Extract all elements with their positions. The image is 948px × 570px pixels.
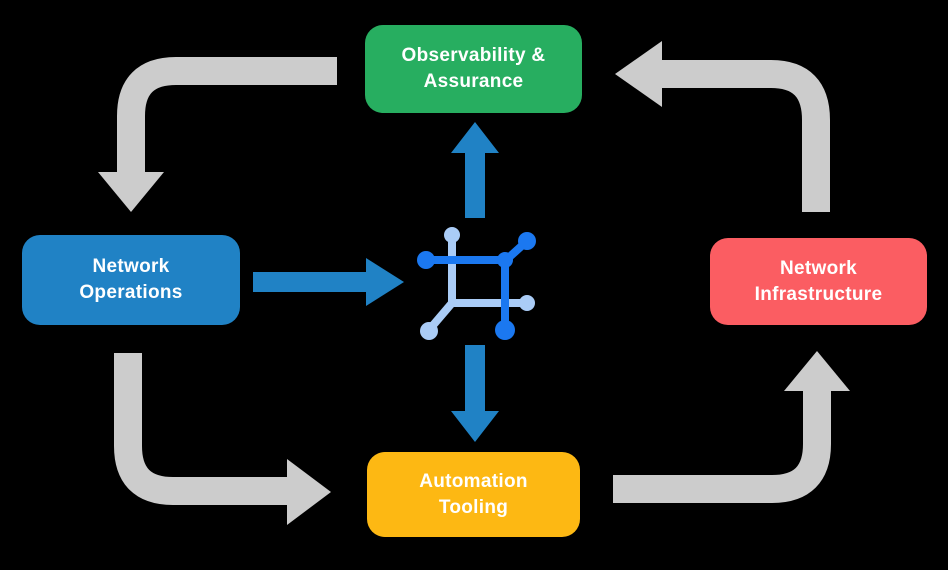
node-automation-tooling: Automation Tooling (367, 452, 580, 537)
arrow-automation-to-infrastructure (613, 351, 850, 503)
arrowhead-right-icon (287, 459, 331, 525)
node-label-line: Tooling (438, 496, 509, 518)
arrow-center-to-automation (451, 345, 499, 442)
arrowhead-right-icon (366, 258, 404, 306)
arrowhead-left-icon (615, 41, 662, 107)
arrowhead-up-icon (784, 351, 850, 391)
node-label-line: Operations (79, 282, 183, 303)
node-label-line: Network (779, 257, 858, 279)
node-observability-assurance: Observability & Assurance (365, 25, 582, 113)
node-label-line: Observability & (401, 45, 546, 66)
arrowhead-down-icon (451, 411, 499, 442)
arrowhead-up-icon (451, 122, 499, 153)
node-network-infrastructure: Network Infrastructure (710, 238, 927, 325)
arrow-center-to-observability (451, 122, 499, 218)
node-label-line: Assurance (423, 71, 524, 92)
network-automation-icon (417, 227, 536, 340)
arrowhead-down-icon (98, 172, 164, 212)
node-network-operations: Network Operations (22, 235, 240, 325)
arrow-operations-to-center (253, 258, 404, 306)
node-label-line: Automation (419, 470, 528, 492)
arrow-observability-to-operations (98, 57, 337, 212)
node-label-line: Infrastructure (754, 283, 883, 305)
arrow-operations-to-automation (114, 353, 331, 525)
arrow-infrastructure-to-observability (615, 41, 830, 212)
node-label-line: Network (92, 256, 170, 277)
